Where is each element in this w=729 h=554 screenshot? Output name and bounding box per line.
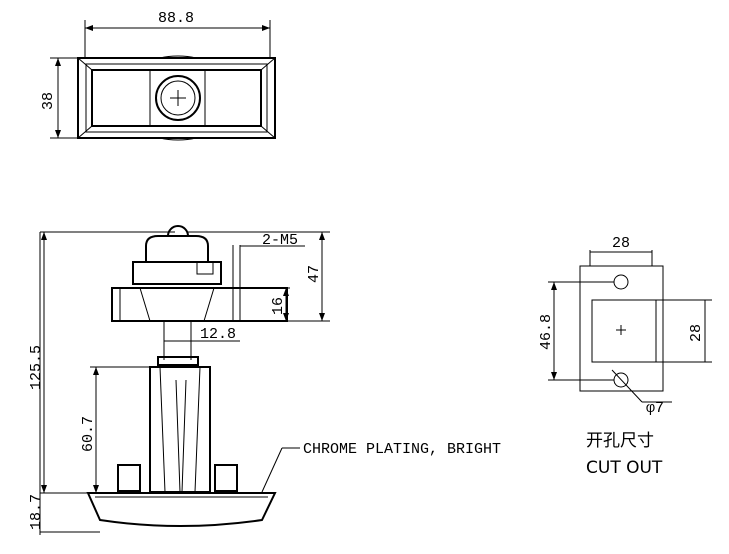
base-dim: 18.7 bbox=[28, 494, 45, 530]
cutout-title-cn: 开孔尺寸 bbox=[586, 431, 654, 451]
top-view: 88.8 38 bbox=[40, 10, 276, 141]
shaft-dim: 12.8 bbox=[200, 326, 236, 343]
cutout-width-dim: 28 bbox=[612, 235, 630, 252]
finish-note: CHROME PLATING, BRIGHT bbox=[303, 441, 501, 458]
flange-dim: 16 bbox=[270, 297, 287, 315]
hole-dim: φ7 bbox=[646, 400, 664, 417]
top-height-dim: 38 bbox=[40, 92, 57, 110]
total-height-dim: 125.5 bbox=[28, 345, 45, 390]
cutout-view: 28 46.8 28 φ7 开孔尺寸 CUT OUT bbox=[538, 235, 712, 478]
head-height-dim: 47 bbox=[306, 265, 323, 283]
cutout-square-dim: 28 bbox=[688, 324, 705, 342]
body-dim: 60.7 bbox=[80, 416, 97, 452]
cutout-height-dim: 46.8 bbox=[538, 314, 555, 350]
thread-label: 2-M5 bbox=[262, 232, 298, 249]
cutout-title-en: CUT OUT bbox=[586, 458, 663, 478]
top-width-dim: 88.8 bbox=[158, 10, 194, 27]
side-view: 2-M5 47 16 12.8 CHROME PLATING, BRIGHT 1… bbox=[28, 225, 501, 535]
